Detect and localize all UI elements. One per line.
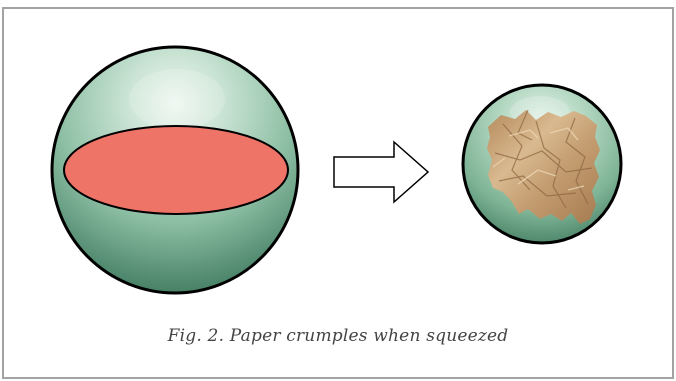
flat-paper-sheet bbox=[63, 125, 289, 215]
crumple-diagram bbox=[50, 45, 623, 295]
arrow-right-icon bbox=[333, 140, 430, 204]
crumpled-paper bbox=[487, 109, 600, 224]
figure-caption: Fig. 2. Paper crumples when squeezed bbox=[167, 326, 509, 346]
